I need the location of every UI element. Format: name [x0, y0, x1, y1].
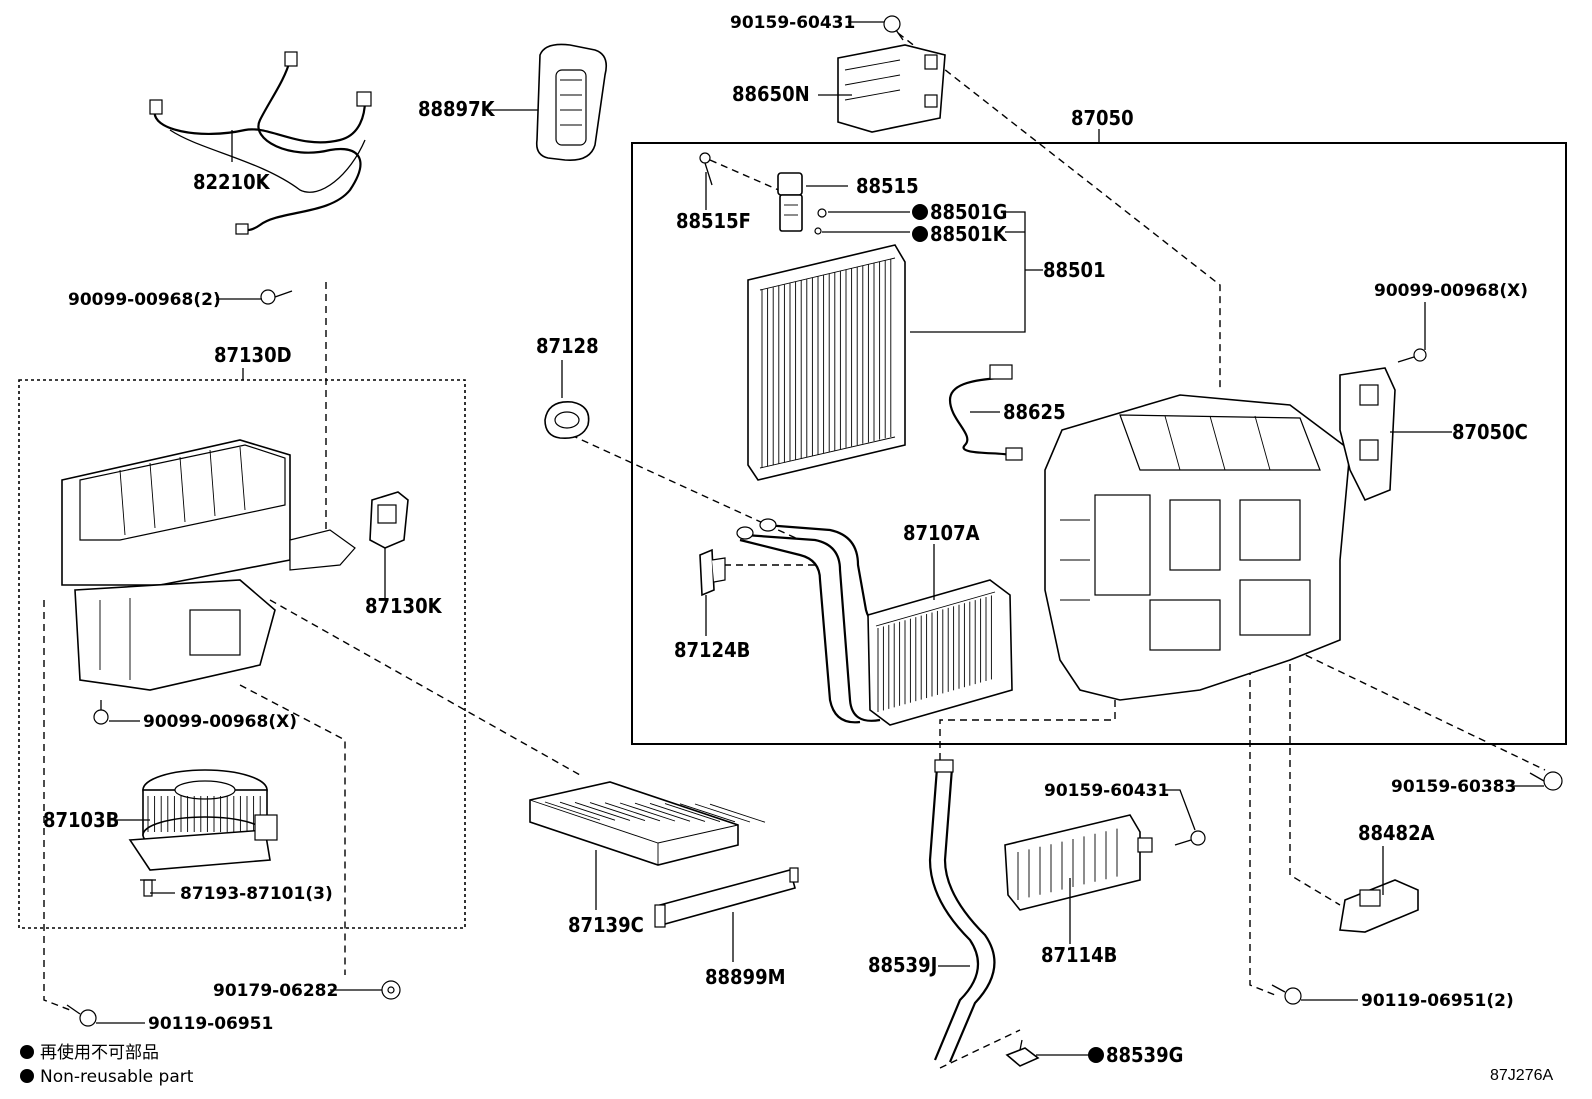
nonreusable-dot-88539g: [1088, 1047, 1104, 1063]
cover-88899m: [654, 867, 799, 928]
filter-lines-line: [694, 803, 751, 823]
filter-lines-line: [544, 801, 601, 821]
label-90159-60431-mid: 90159-60431: [1044, 781, 1169, 801]
label-88515f: 88515F: [676, 209, 751, 233]
filter-lines-line: [559, 801, 616, 821]
clip-88539g: [1005, 1039, 1040, 1067]
label-90099-00968-x-left: 90099-00968(X): [143, 712, 297, 732]
blower-motor-87103b: [128, 769, 278, 871]
filter-lines-line: [679, 803, 736, 823]
label-88515: 88515: [856, 174, 919, 198]
filter-lines-line: [664, 803, 721, 823]
nut-90179-06282: [381, 980, 401, 1000]
heater-core-87107a: [736, 518, 1013, 726]
blower-unit-87130d: [61, 439, 356, 691]
bolt-90159-60431-top: [883, 15, 904, 41]
label-88625: 88625: [1003, 400, 1066, 424]
wire-harness-82210k: [149, 51, 372, 235]
air-filter-87139c: [529, 781, 766, 866]
box-87130d-assembly: [18, 379, 466, 929]
heater-case-87050: [1044, 394, 1351, 701]
label-90159-60383: 90159-60383: [1391, 777, 1516, 797]
amplifier-88650n: [837, 44, 946, 133]
leader-lines: [96, 21, 1544, 1056]
label-88899m: 88899M: [705, 965, 786, 989]
label-87050: 87050: [1071, 106, 1134, 130]
legend-text-en: Non-reusable part: [40, 1067, 194, 1087]
expansion-valve-88515: [777, 172, 803, 232]
label-88897k: 88897K: [418, 97, 496, 121]
filter-lines-line: [604, 802, 661, 822]
nonreusable-dot-88501k: [912, 226, 928, 242]
bracket-88482a: [1339, 879, 1419, 933]
legend-dot-jp: [20, 1045, 34, 1059]
label-90119-06951-2: 90119-06951(2): [1361, 991, 1514, 1011]
drain-hose-88539j: [928, 759, 996, 1063]
label-90179-06282: 90179-06282: [213, 981, 338, 1001]
filter-lines-line: [649, 802, 706, 822]
label-88501g: 88501G: [930, 200, 1007, 224]
screw-90119-06951-right: [1271, 984, 1302, 1005]
label-87103b: 87103B: [43, 808, 119, 832]
filter-lines-line: [574, 801, 631, 821]
label-87050c: 87050C: [1452, 420, 1528, 444]
label-88501k: 88501K: [930, 222, 1008, 246]
sensor-88625: [948, 364, 1023, 461]
filter-lines-line: [619, 802, 676, 822]
bolt-90159-60431-mid: [1174, 830, 1206, 846]
filter-lines-line: [589, 802, 646, 822]
ptc-heater-87114b: [1004, 814, 1153, 911]
screw-90099-00968-right: [1397, 348, 1427, 363]
screw-90099-00968-top: [260, 289, 293, 305]
filter-lines-line: [634, 802, 691, 822]
label-87193-87101-3: 87193-87101(3): [180, 884, 333, 904]
duct-grille-88897k: [535, 43, 608, 162]
label-87114b: 87114B: [1041, 943, 1117, 967]
bolt-88515f: [699, 152, 713, 186]
label-90099-00968-2: 90099-00968(2): [68, 290, 221, 310]
screw-87193-87101: [140, 879, 156, 897]
filter-lines-line: [709, 803, 766, 823]
screw-90119-06951-left: [66, 1004, 97, 1027]
screw-90099-00968-left: [93, 700, 109, 725]
bolt-90159-60383: [1529, 771, 1563, 791]
legend-dot-en: [20, 1069, 34, 1083]
label-88539j: 88539J: [868, 953, 937, 977]
clamp-87124b: [699, 548, 726, 597]
assembly-dashed-lines: [43, 32, 1546, 1069]
label-87107a: 87107A: [903, 521, 980, 545]
nonreusable-dot-88501g: [912, 204, 928, 220]
label-90119-06951: 90119-06951: [148, 1014, 273, 1034]
label-87128: 87128: [536, 334, 599, 358]
legend-text-jp: 再使用不可部品: [40, 1042, 159, 1063]
illustration-code: 87J276A: [1490, 1067, 1553, 1084]
label-88539g: 88539G: [1106, 1043, 1183, 1067]
label-88482a: 88482A: [1358, 821, 1435, 845]
label-88501: 88501: [1043, 258, 1106, 282]
label-87139c: 87139C: [568, 913, 644, 937]
label-82210k: 82210K: [193, 170, 271, 194]
label-87130d: 87130D: [214, 343, 292, 367]
label-87124b: 87124B: [674, 638, 750, 662]
servo-87050c: [1339, 367, 1396, 502]
evaporator-88501: [747, 244, 906, 481]
label-90099-00968-x-right: 90099-00968(X): [1374, 281, 1528, 301]
label-88650n: 88650N: [732, 82, 810, 106]
label-90159-60431-top: 90159-60431: [730, 13, 855, 33]
o-rings-88501: [814, 208, 827, 235]
resistor-87130k: [369, 491, 409, 549]
label-87130k: 87130K: [365, 594, 443, 618]
seal-87128: [544, 401, 590, 440]
